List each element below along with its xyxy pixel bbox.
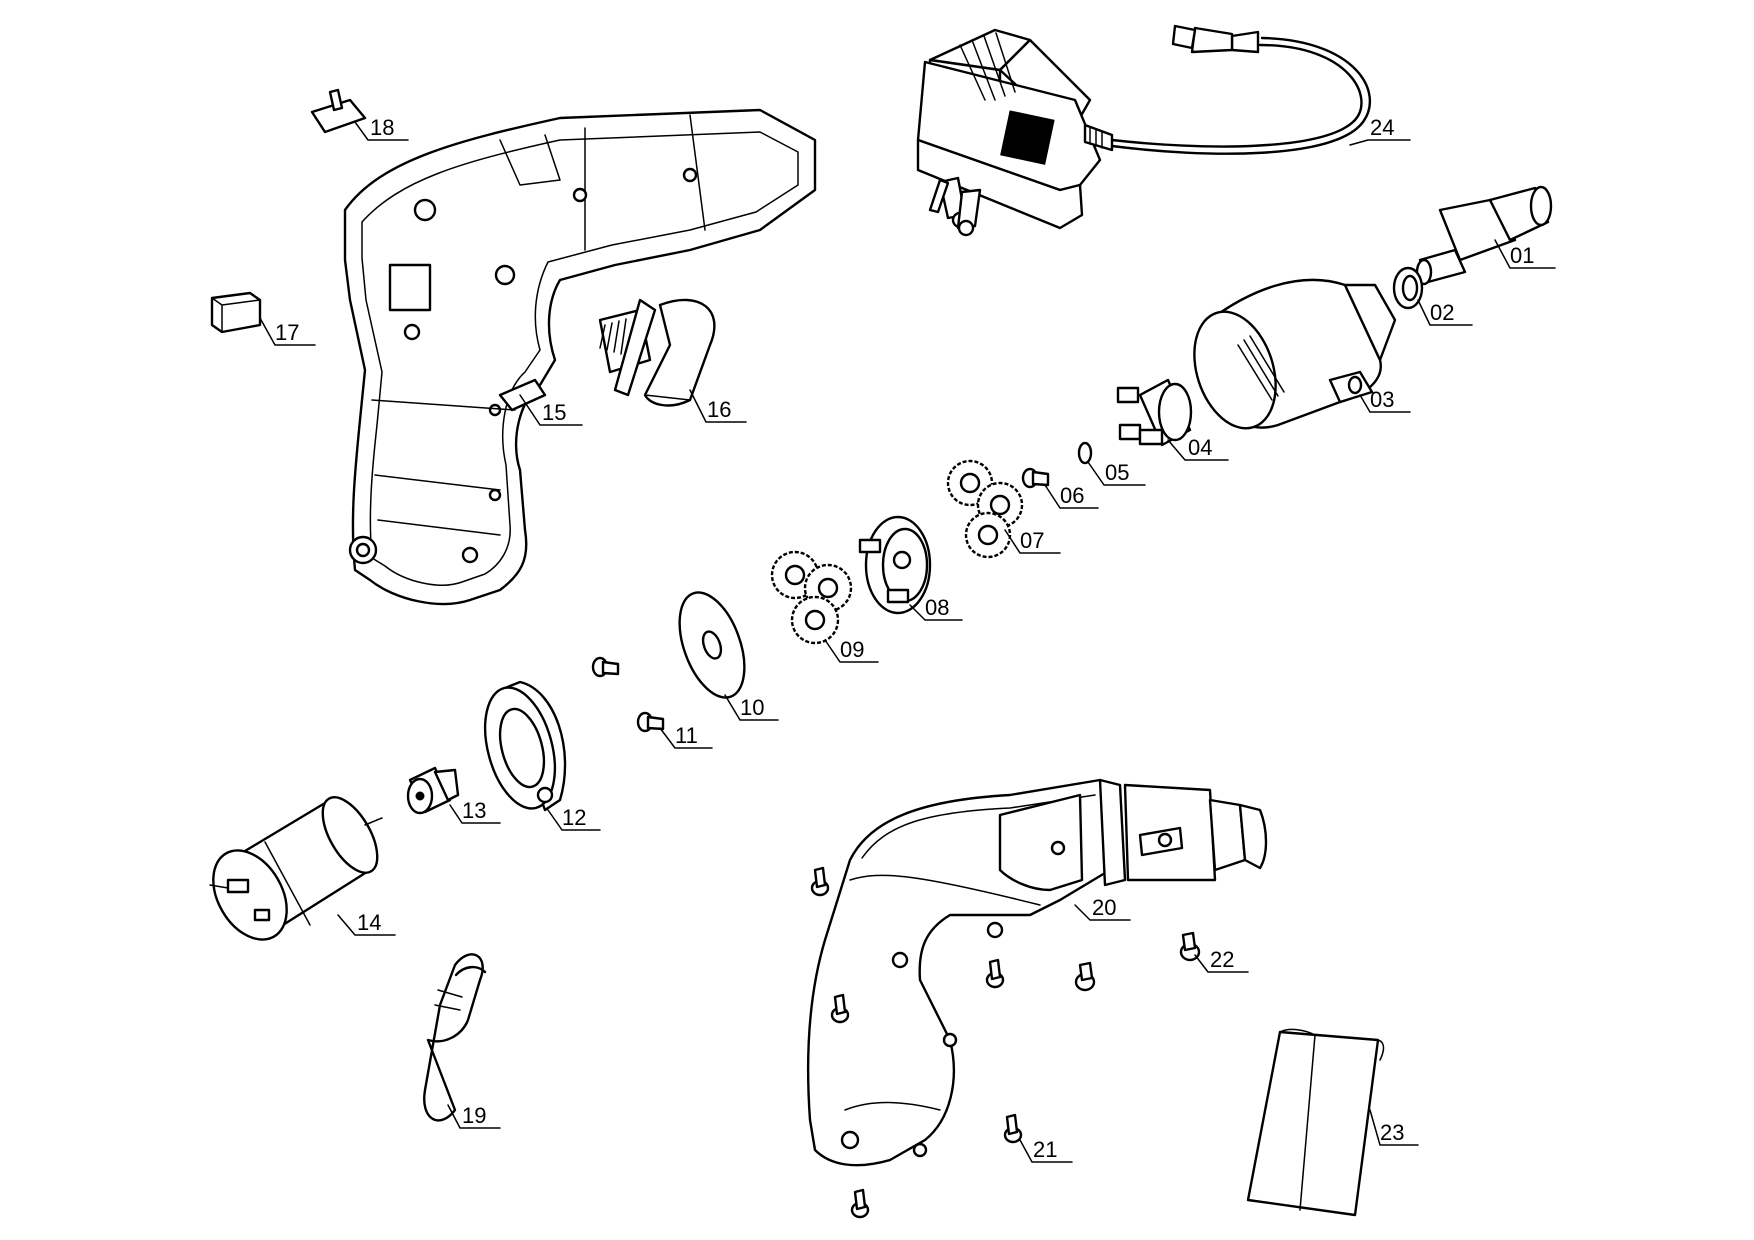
part-02-washer <box>1392 266 1424 310</box>
label-09: 09 <box>840 637 864 662</box>
label-02: 02 <box>1430 300 1454 325</box>
label-11: 11 <box>675 723 698 748</box>
part-21-screws <box>810 866 1023 1219</box>
label-24: 24 <box>1370 115 1394 140</box>
part-08-planet-carrier <box>858 515 932 615</box>
part-22-screws <box>1074 931 1201 992</box>
label-23: 23 <box>1380 1120 1404 1145</box>
label-05: 05 <box>1105 460 1129 485</box>
label-03: 03 <box>1370 387 1394 412</box>
part-23-battery <box>1246 1028 1385 1217</box>
label-20: 20 <box>1092 895 1116 920</box>
label-01: 01 <box>1510 243 1534 268</box>
part-10-disc <box>678 591 746 699</box>
label-21: 21 <box>1033 1137 1057 1162</box>
part-labels: 01 02 03 04 05 06 07 08 09 10 11 12 13 1… <box>275 115 1534 1162</box>
part-20-assembled-screwdriver <box>806 778 1268 1167</box>
part-12-motor-flange <box>483 680 567 812</box>
part-01-bit-holder <box>1415 185 1553 286</box>
label-13: 13 <box>462 798 486 823</box>
part-16-switch <box>598 298 716 407</box>
label-04: 04 <box>1188 435 1212 460</box>
part-04-spindle-lock <box>1116 378 1193 447</box>
label-22: 22 <box>1210 947 1234 972</box>
part-03-gearbox-cover <box>1193 278 1397 430</box>
label-16: 16 <box>707 397 731 422</box>
label-07: 07 <box>1020 528 1044 553</box>
label-17: 17 <box>275 320 299 345</box>
part-18-slide <box>310 88 367 134</box>
part-05-o-ring <box>1077 441 1093 465</box>
label-08: 08 <box>925 595 949 620</box>
part-14-motor <box>209 796 383 941</box>
leader-lines <box>259 121 1556 1163</box>
label-06: 06 <box>1060 483 1084 508</box>
label-18: 18 <box>370 115 394 140</box>
label-15: 15 <box>542 400 566 425</box>
label-10: 10 <box>740 695 764 720</box>
part-13-pinion <box>406 766 460 815</box>
label-12: 12 <box>562 805 586 830</box>
label-14: 14 <box>357 910 381 935</box>
part-11-screws <box>591 656 665 733</box>
part-17-button <box>210 291 262 334</box>
part-06-screw <box>1021 467 1050 489</box>
part-19-wrist-strap <box>423 953 487 1122</box>
label-19: 19 <box>462 1103 486 1128</box>
part-24-charger <box>916 24 1372 237</box>
part-09-planet-gears <box>770 550 853 645</box>
part-07-planet-gears <box>946 459 1024 559</box>
part-15-housing-half <box>343 108 817 606</box>
